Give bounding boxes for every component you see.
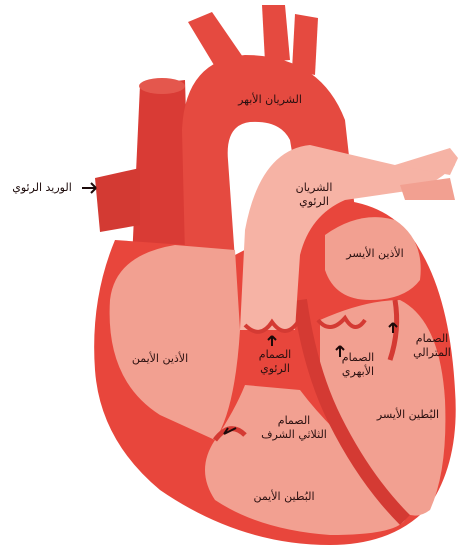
label-mitral-valve-line2: المترالي <box>407 346 457 360</box>
label-mitral-valve-line1: الصمام <box>407 332 457 346</box>
label-pulmonary-artery: الشريان الرئوي <box>284 181 344 209</box>
label-tricuspid-valve-line2: الثلاثي الشرف <box>254 428 334 442</box>
label-pulmonary-vein: الوريد الرئوي <box>4 181 80 195</box>
aorta-branch-2 <box>262 5 290 62</box>
label-left-ventricle: البُطين الأيسر <box>368 408 448 422</box>
superior-vena-cava <box>132 80 190 260</box>
label-aortic-valve: الصمام الأبهري <box>333 351 383 379</box>
label-pulmonary-valve-line2: الرئوي <box>250 362 300 376</box>
label-pulmonary-artery-line2: الرئوي <box>284 195 344 209</box>
label-pulmonary-valve-line1: الصمام <box>250 348 300 362</box>
aorta-branch-3 <box>292 14 318 75</box>
label-tricuspid-valve-line1: الصمام <box>254 414 334 428</box>
label-pulmonary-artery-line1: الشريان <box>284 181 344 195</box>
label-aortic-valve-line2: الأبهري <box>333 365 383 379</box>
label-aorta: الشريان الأبهر <box>230 93 310 107</box>
vena-cava-opening <box>139 78 185 94</box>
label-left-atrium: الأذين الأيسر <box>340 247 410 261</box>
label-tricuspid-valve: الصمام الثلاثي الشرف <box>254 414 334 442</box>
label-pulmonary-valve: الصمام الرئوي <box>250 348 300 376</box>
right-pulmonary-vein <box>95 168 140 232</box>
label-right-atrium: الأذين الأيمن <box>120 352 200 366</box>
label-mitral-valve: الصمام المترالي <box>407 332 457 360</box>
label-right-ventricle: البُطين الأيمن <box>244 490 324 504</box>
label-aortic-valve-line1: الصمام <box>333 351 383 365</box>
pulmonary-vein-arrow-icon <box>82 183 96 193</box>
